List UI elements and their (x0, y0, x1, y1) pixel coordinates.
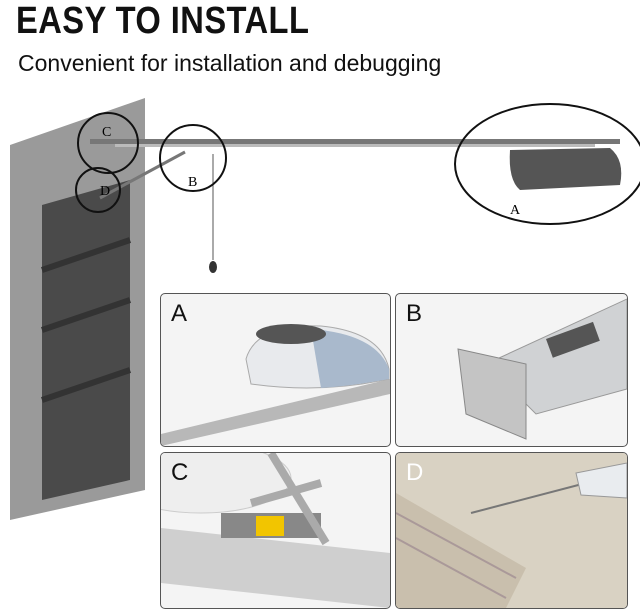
page-subtitle: Convenient for installation and debuggin… (18, 50, 442, 76)
callout-c: C (102, 125, 111, 140)
callout-d: D (100, 184, 110, 199)
panel-label: D (406, 459, 424, 486)
panel-b-bracket: B (395, 293, 628, 447)
panel-c-track-end: C (160, 452, 391, 609)
installation-diagram: A B C D (0, 80, 640, 545)
callout-b: B (188, 175, 197, 190)
callout-a: A (510, 203, 521, 218)
panel-d-door-arm: D (395, 452, 628, 609)
panel-label: A (171, 300, 188, 327)
panel-label: B (406, 300, 423, 327)
panel-a-motor: A (160, 293, 391, 447)
page-title: EASY TO INSTALL (16, 0, 310, 42)
panel-label: C (171, 459, 189, 486)
